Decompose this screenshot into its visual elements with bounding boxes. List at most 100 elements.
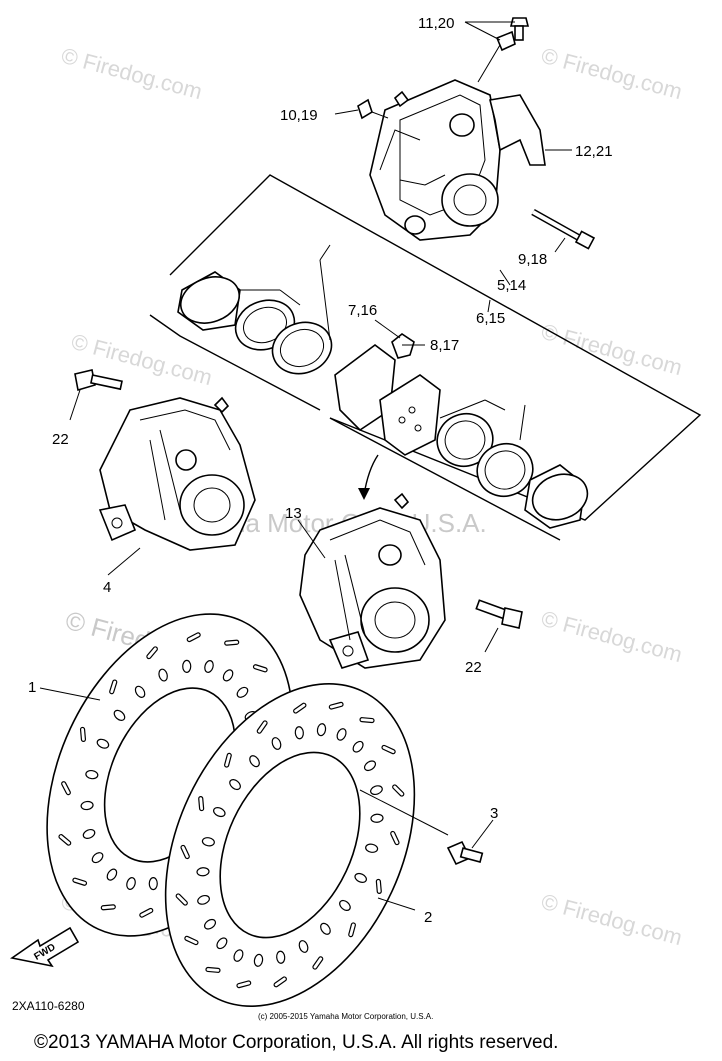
disc-hole [196, 867, 210, 877]
watermark-text: © Firedog.com [539, 889, 685, 951]
disc-slot [348, 922, 356, 938]
disc-hole [85, 769, 99, 780]
disc-hole [354, 872, 367, 883]
label-12-21: 12,21 [575, 143, 613, 160]
watermark-text: © Firedog.com [539, 606, 685, 668]
right-caliper [299, 492, 446, 669]
disc-hole [197, 894, 210, 905]
small-copyright: (c) 2005-2015 Yamaha Motor Corporation, … [258, 1012, 433, 1021]
brake-pads [334, 344, 441, 456]
pad-pin [531, 208, 596, 250]
disc-slot [293, 702, 307, 714]
disc-hole [233, 949, 244, 962]
disc-slot [236, 980, 252, 989]
diagram-code: 2XA110-6280 [12, 999, 85, 1013]
disc-hole [271, 737, 282, 750]
leader-lines [39, 21, 572, 911]
disc-slot [184, 935, 199, 946]
disc-hole [134, 685, 146, 698]
disc-slot [205, 966, 221, 973]
disc-slot [180, 844, 190, 860]
disc-slot [58, 834, 72, 846]
label-13: 13 [285, 505, 302, 522]
disc-hole [336, 728, 347, 741]
label-3: 3 [490, 805, 498, 822]
disc-slot [100, 904, 116, 911]
label-4: 4 [103, 579, 111, 596]
label-6-15: 6,15 [476, 310, 505, 327]
label-22-left: 22 [52, 431, 69, 448]
disc-hole [320, 922, 331, 935]
disc-slot [146, 646, 158, 660]
bolt-right [475, 599, 523, 629]
disc-hole [204, 660, 214, 673]
disc-hole [201, 837, 215, 847]
disc-hole [253, 953, 264, 967]
disc-slot [224, 639, 240, 646]
watermark-text: © Firedog.com [539, 43, 685, 105]
disc-slot [79, 726, 87, 743]
disc-slot [198, 796, 205, 812]
disc-hole [126, 877, 136, 890]
disc-slot [224, 752, 232, 768]
top-caliper [369, 79, 501, 241]
label-11-20: 11,20 [418, 15, 454, 32]
label-8-17: 8,17 [430, 337, 459, 354]
disc-hole [229, 779, 241, 791]
disc-hole [182, 659, 192, 673]
label-22-right: 22 [465, 659, 482, 676]
disc-slot [109, 679, 118, 695]
disc-hole [216, 937, 228, 950]
bolt-left [74, 369, 123, 392]
pad-shim [391, 333, 415, 359]
disc-hole [80, 800, 94, 811]
part-labels: 11,20 10,19 12,21 9,18 5,14 6,15 7,16 8,… [28, 15, 613, 926]
forward-arrow: FWD [9, 926, 80, 968]
disc-hole [370, 813, 384, 823]
disc-hole [113, 709, 126, 721]
footer-copyright: ©2013 YAMAHA Motor Corporation, U.S.A. A… [34, 1032, 558, 1053]
disc-hole [339, 899, 351, 911]
disc-slot [381, 744, 396, 755]
disc-slot [61, 781, 71, 796]
disc-hole [91, 852, 104, 864]
disc-hole [352, 740, 364, 753]
piston-left [177, 271, 241, 331]
disc-hole [370, 785, 383, 796]
disc-hole [82, 828, 96, 839]
label-2: 2 [424, 909, 432, 926]
disc-hole [222, 669, 234, 682]
label-5-14: 5,14 [497, 277, 526, 294]
disc-hole [298, 940, 309, 953]
disc-slot [139, 907, 154, 918]
disc-slot [390, 830, 400, 846]
disc-hole [316, 723, 327, 737]
disc-hole [236, 686, 249, 698]
watermark-text: © Firedog.com [59, 43, 205, 105]
piston-right [524, 464, 589, 529]
label-1: 1 [28, 679, 36, 696]
disc-slot [175, 893, 188, 906]
disc-slot [273, 976, 287, 988]
disc-slot [312, 956, 324, 970]
retaining-clip [357, 98, 373, 120]
disc-bolt [446, 840, 484, 866]
disc-slot [359, 717, 375, 724]
disc-hole [148, 877, 158, 891]
label-7-16: 7,16 [348, 302, 377, 319]
disc-slot [375, 878, 382, 894]
disc-slot [328, 701, 344, 710]
pad-spring-part [489, 94, 546, 166]
disc-slot [256, 720, 268, 734]
disc-hole [213, 807, 226, 818]
label-10-19: 10,19 [280, 107, 318, 124]
bleed-screw [495, 17, 530, 52]
watermark-text: © Firedog.com [539, 319, 685, 381]
disc-hole [249, 755, 260, 768]
label-9-18: 9,18 [518, 251, 547, 268]
disc-slot [252, 664, 268, 673]
disc-hole [203, 918, 217, 930]
left-caliper [98, 396, 256, 551]
disc-slot [186, 632, 201, 643]
